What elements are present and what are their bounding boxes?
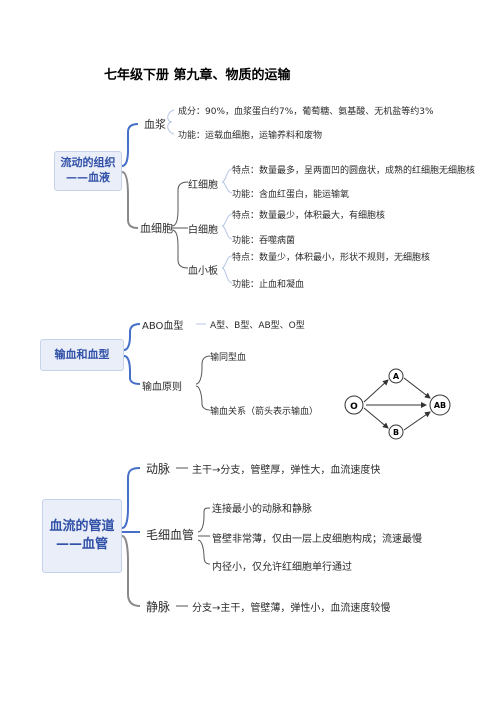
capillary-item-3: 内径小，仅允许红细胞单行通过 xyxy=(212,562,352,573)
node-ab xyxy=(429,394,451,416)
branch-abo: ABO血型 xyxy=(142,321,184,332)
node-b xyxy=(388,424,404,440)
vein-desc: 分支→主干，管壁薄，弹性小，血流速度较慢 xyxy=(192,603,391,614)
node-rbc: 红细胞 xyxy=(188,180,218,191)
branch-capillary: 毛细血管 xyxy=(146,528,195,542)
wbc-function: 功能：吞噬病菌 xyxy=(232,236,296,246)
page-title: 七年级下册 第九章、物质的运输 xyxy=(104,68,291,83)
branch-plasma: 血浆 xyxy=(144,118,166,131)
platelet-feature: 特点：数量少，体积最小，形状不规则，无细胞核 xyxy=(232,253,431,263)
wbc-feature: 特点：数量最少，体积最大，有细胞核 xyxy=(232,211,386,221)
node-o xyxy=(344,395,364,415)
edge-o-a xyxy=(363,379,389,403)
branch-artery: 动脉 xyxy=(146,462,171,476)
root-blood-line1: 流动的组织 xyxy=(60,156,116,170)
node-platelet: 血小板 xyxy=(188,266,218,277)
branch-principle: 输血原则 xyxy=(142,382,182,393)
label-o: O xyxy=(350,402,358,412)
node-a xyxy=(388,368,404,384)
plasma-function: 功能：运载血细胞，运输养料和废物 xyxy=(178,131,323,141)
platelet-function: 功能：止血和凝血 xyxy=(232,280,305,290)
edge-o-b xyxy=(363,407,389,429)
capillary-item-1: 连接最小的动脉和静脉 xyxy=(212,504,312,515)
artery-desc: 主干→分支，管壁厚，弹性大，血流速度快 xyxy=(192,465,381,476)
rbc-function: 功能：含血红蛋白，能运输氧 xyxy=(232,190,350,200)
root-blood-line2: ——血液 xyxy=(66,171,110,184)
capillary-item-2: 管壁非常薄，仅由一层上皮细胞构成；流速最慢 xyxy=(212,534,422,545)
branch-blood-cells: 血细胞 xyxy=(140,222,173,235)
root-vessels-line2: ——血管 xyxy=(55,537,108,552)
node-wbc: 白细胞 xyxy=(188,225,218,236)
edge-b-ab xyxy=(403,411,431,431)
label-ab: AB xyxy=(434,401,446,410)
abo-types: A型、B型、AB型、O型 xyxy=(210,321,305,331)
root-vessels-line1: 血流的管道 xyxy=(49,519,115,535)
principle-relationship: 输血关系（箭头表示输血） xyxy=(210,407,319,417)
transfusion-diagram: O A B AB xyxy=(344,368,451,440)
label-a: A xyxy=(393,372,400,381)
rbc-feature: 特点：数量最多，呈两面凹的圆盘状，成熟的红细胞无细胞核 xyxy=(232,166,476,176)
label-b: B xyxy=(393,428,399,437)
plasma-composition: 成分：90%，血浆蛋白约7%，葡萄糖、氨基酸、无机盐等约3% xyxy=(178,107,434,117)
branch-vein: 静脉 xyxy=(146,600,171,614)
edge-a-ab xyxy=(403,377,431,399)
root-vessels: 血流的管道 ——血管 xyxy=(42,499,122,573)
root-transfusion: 输血和血型 xyxy=(40,339,124,371)
principle-same-type: 输同型血 xyxy=(210,353,247,363)
root-blood: 流动的组织 ——血液 xyxy=(54,151,122,191)
